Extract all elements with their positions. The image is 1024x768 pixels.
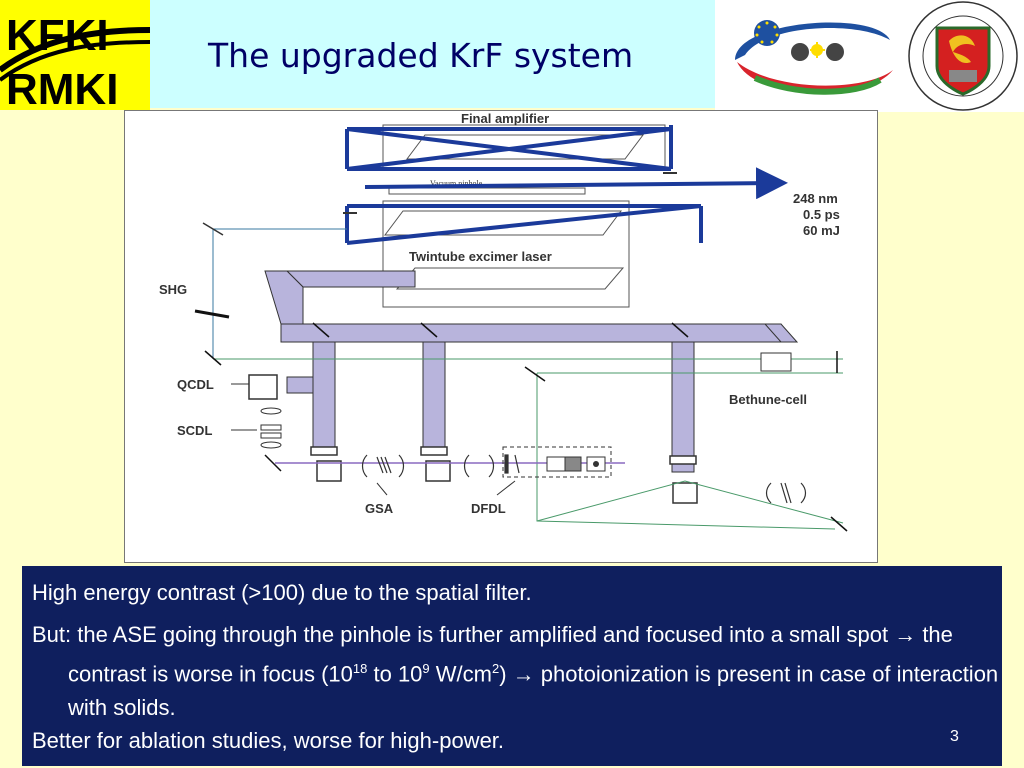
output-duration: 0.5 ps: [803, 207, 840, 222]
ase-text-d: ) → photoionization is present in case o…: [68, 661, 999, 721]
exponent-2: 2: [491, 661, 500, 676]
kfki-logo-bottom: RMKI: [6, 65, 118, 110]
dfdl-label: DFDL: [471, 501, 506, 516]
final-amplifier-label: Final amplifier: [461, 111, 549, 126]
eu-hungary-logo: [735, 20, 893, 95]
twintube-label: Twintube excimer laser: [409, 249, 552, 264]
bullet-ablation: Better for ablation studies, worse for h…: [32, 728, 505, 753]
bethune-cell: [760, 352, 792, 372]
output-energy: 60 mJ: [803, 223, 840, 238]
slide-number: 3: [950, 728, 959, 745]
beam-tube-horizontal: [280, 323, 782, 343]
scdl-label: SCDL: [177, 423, 212, 438]
twintube-box: [382, 200, 630, 308]
ase-text-a: But: the ASE going through the pinhole i…: [32, 622, 953, 687]
krf-system-diagram: Final amplifier Vacuum pinhole Twintube …: [124, 110, 878, 563]
qcdl-label: QCDL: [177, 377, 214, 392]
partner-logos: [715, 0, 1024, 112]
vacuum-pinhole-tube: [388, 187, 586, 195]
kfki-logo-top: KFKI: [6, 11, 109, 60]
slide-title: The upgraded KrF system: [208, 36, 634, 75]
ase-text-b: to 10: [367, 661, 423, 687]
ase-text-c: W/cm: [429, 661, 492, 687]
beam-tube-vertical-2: [422, 341, 446, 451]
kfki-rmki-logo: KFKI RMKI: [0, 0, 151, 114]
beam-tube-vertical-1: [312, 341, 336, 451]
gsa-label: GSA: [365, 501, 394, 516]
bullet-contrast: High energy contrast (>100) due to the s…: [32, 580, 532, 605]
beam-tube-upper: [285, 270, 416, 288]
university-seal: [908, 1, 1018, 111]
shg-label: SHG: [159, 282, 187, 297]
output-wavelength: 248 nm: [793, 191, 838, 206]
vacuum-pinhole-label: Vacuum pinhole: [430, 179, 483, 188]
beam-tube-vertical-3: [671, 341, 695, 473]
bethune-label: Bethune-cell: [729, 392, 807, 407]
exponent-18: 18: [352, 661, 368, 676]
description-box: High energy contrast (>100) due to the s…: [22, 566, 1002, 766]
exponent-9: 9: [422, 661, 430, 676]
title-band: [150, 0, 715, 108]
bullet-ase: But: the ASE going through the pinhole i…: [32, 618, 1018, 725]
dfdl-box: [502, 446, 612, 478]
